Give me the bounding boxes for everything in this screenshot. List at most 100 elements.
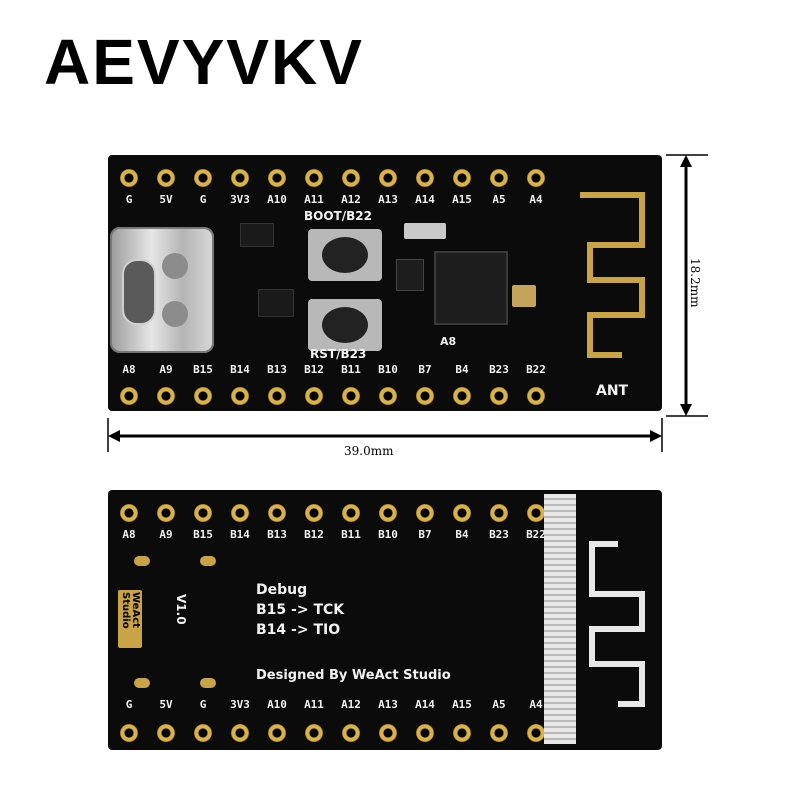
pin-label: B13 <box>267 363 287 376</box>
pin-label: B14 <box>230 363 250 376</box>
pin-label: B12 <box>304 363 324 376</box>
debug-line-1: B15 -> TCK <box>256 602 345 618</box>
regulator-chip-2 <box>258 289 294 317</box>
pin-label: A14 <box>415 193 435 206</box>
height-dimension: 18.2mm <box>688 258 702 308</box>
pin-label: B10 <box>378 363 398 376</box>
boot-label: BOOT/B22 <box>304 209 372 223</box>
pin-label: B14 <box>230 528 250 541</box>
header-pin-pad <box>194 169 212 187</box>
header-pin-pad <box>194 724 212 742</box>
pin-label: B4 <box>455 528 469 541</box>
header-pin-pad <box>490 724 508 742</box>
header-pin-pad <box>305 724 323 742</box>
small-chip <box>396 259 424 291</box>
pin-label: G <box>199 698 207 711</box>
header-pin-pad <box>305 504 323 522</box>
pin-label: A12 <box>341 698 361 711</box>
header-pin-pad <box>453 169 471 187</box>
pin-label: A13 <box>378 698 398 711</box>
header-pin-pad <box>231 504 249 522</box>
jumper-pad <box>134 556 150 566</box>
designer-label: Designed By WeAct Studio <box>256 668 451 683</box>
boot-button[interactable] <box>308 229 382 281</box>
pin-label: A4 <box>529 193 543 206</box>
pin-label: A5 <box>492 193 506 206</box>
pin-label: B11 <box>341 363 361 376</box>
header-pin-pad <box>453 504 471 522</box>
crystal <box>404 223 446 239</box>
header-pin-pad <box>305 387 323 405</box>
brand-title: AEVYVKV <box>44 26 364 98</box>
pin-label: A9 <box>159 528 173 541</box>
header-pin-pad <box>342 724 360 742</box>
header-pin-pad <box>527 504 545 522</box>
usb-c-connector <box>110 227 214 353</box>
header-pin-pad <box>157 169 175 187</box>
pin-label: B13 <box>267 528 287 541</box>
pin-label: B7 <box>418 363 432 376</box>
header-pin-pad <box>379 504 397 522</box>
header-pin-pad <box>231 169 249 187</box>
weact-logo: WeAct Studio <box>118 590 142 648</box>
pin-label: G <box>125 698 133 711</box>
pin-label: B22 <box>526 528 546 541</box>
header-pin-pad <box>379 387 397 405</box>
header-pin-pad <box>342 169 360 187</box>
mcu-chip <box>434 251 508 325</box>
jumper-pad <box>200 678 216 688</box>
header-pin-pad <box>120 387 138 405</box>
header-pin-pad <box>268 169 286 187</box>
reset-button[interactable] <box>308 299 382 351</box>
pin-label: B4 <box>455 363 469 376</box>
header-pin-pad <box>416 387 434 405</box>
led-label: A8 <box>440 335 457 348</box>
pin-label: 5V <box>159 698 173 711</box>
pin-label: A8 <box>122 363 136 376</box>
header-pin-pad <box>342 387 360 405</box>
header-pin-pad <box>379 724 397 742</box>
jumper-pad <box>134 678 150 688</box>
antenna-trace <box>580 192 645 358</box>
antenna-label: ANT <box>596 383 629 399</box>
pin-label: A11 <box>304 193 324 206</box>
pin-label: G <box>125 193 133 206</box>
header-pin-pad <box>527 724 545 742</box>
header-pin-pad <box>453 387 471 405</box>
width-dimension: 39.0mm <box>344 444 394 458</box>
header-pin-pad <box>490 504 508 522</box>
header-pin-pad <box>120 504 138 522</box>
pin-label: G <box>199 193 207 206</box>
pin-label: A11 <box>304 698 324 711</box>
jumper-pad <box>200 556 216 566</box>
header-pin-pad <box>120 169 138 187</box>
header-pin-pad <box>379 169 397 187</box>
header-pin-pad <box>268 724 286 742</box>
pin-label: B23 <box>489 363 509 376</box>
header-pin-pad <box>268 387 286 405</box>
pin-label: 5V <box>159 193 173 206</box>
pin-label: B12 <box>304 528 324 541</box>
pin-label: B15 <box>193 528 213 541</box>
pin-label: A13 <box>378 193 398 206</box>
header-pin-pad <box>305 169 323 187</box>
header-pin-pad <box>231 387 249 405</box>
pin-label: A9 <box>159 363 173 376</box>
pin-label: 3V3 <box>230 698 250 711</box>
pin-label: B7 <box>418 528 432 541</box>
header-pin-pad <box>268 504 286 522</box>
header-pin-pad <box>527 387 545 405</box>
antenna-trace-back <box>589 541 645 707</box>
reset-label: RST/B23 <box>310 347 367 361</box>
pin-label: A5 <box>492 698 506 711</box>
pin-label: A10 <box>267 193 287 206</box>
pin-label: A8 <box>122 528 136 541</box>
header-pin-pad <box>194 387 212 405</box>
pin-label: A12 <box>341 193 361 206</box>
header-pin-pad <box>453 724 471 742</box>
header-pin-pad <box>416 504 434 522</box>
pin-label: B23 <box>489 528 509 541</box>
header-pin-pad <box>194 504 212 522</box>
